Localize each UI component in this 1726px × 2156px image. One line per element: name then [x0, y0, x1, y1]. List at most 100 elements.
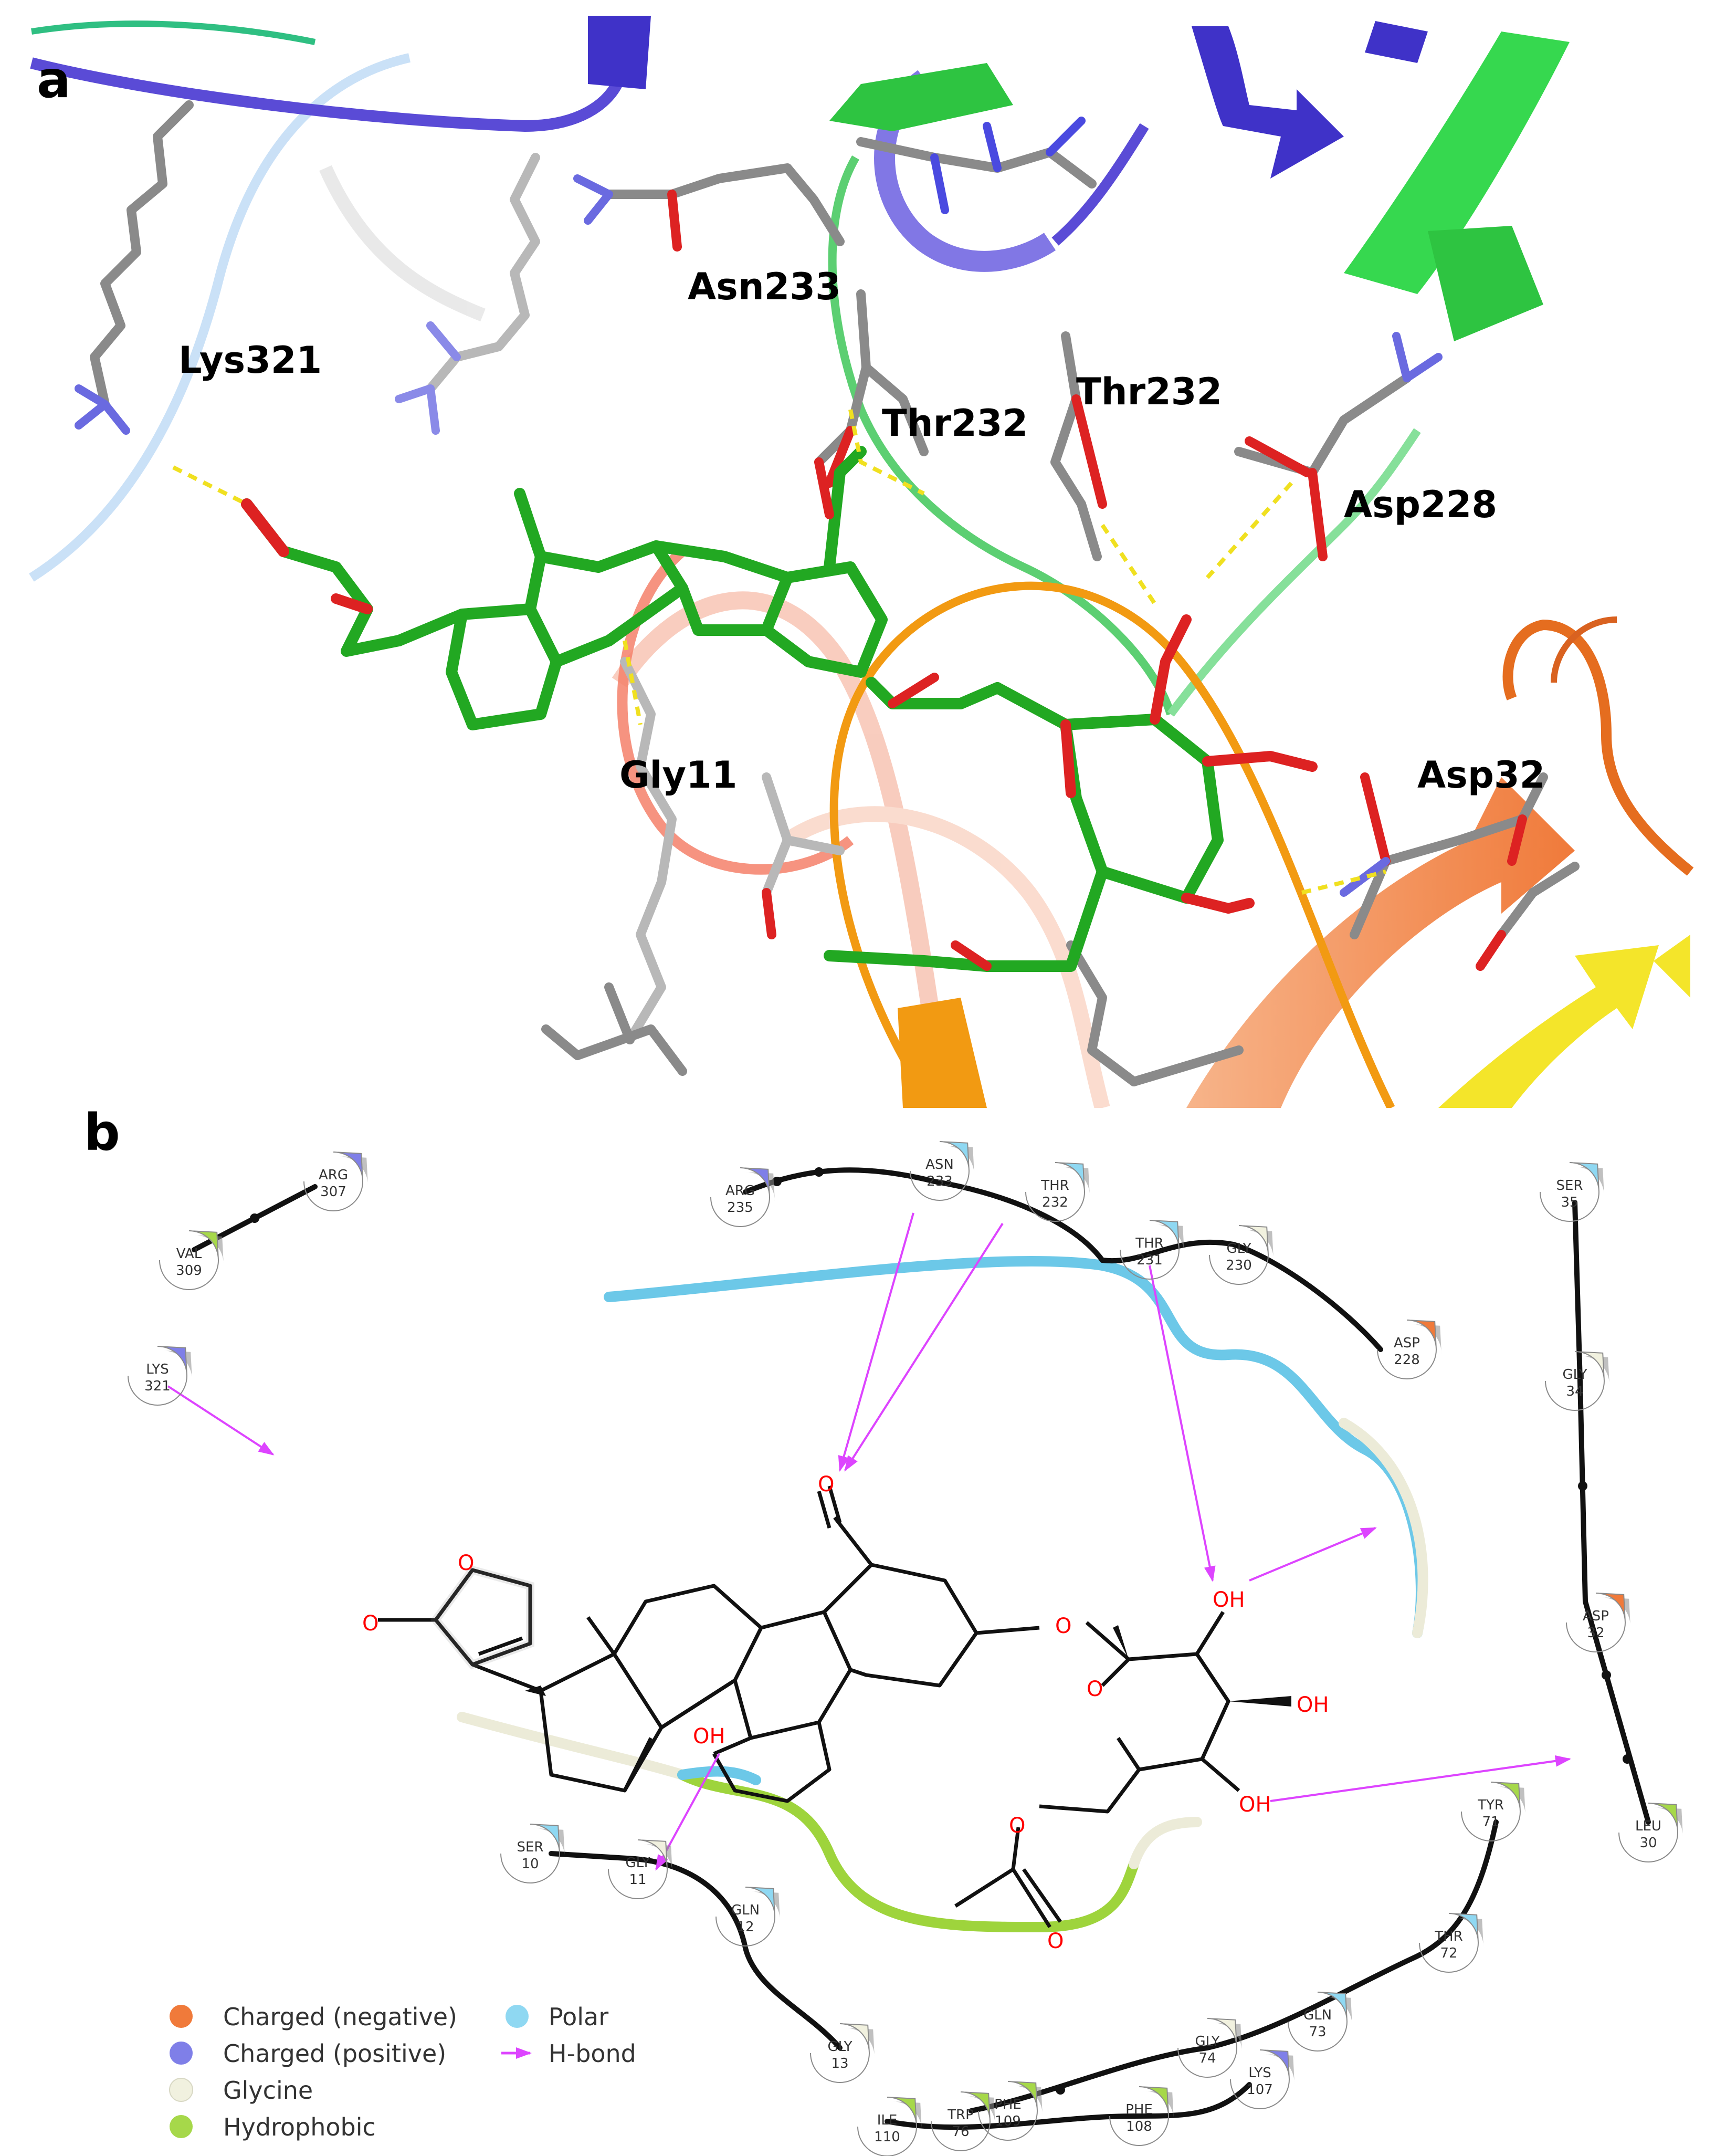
- residue-marker: [159, 1230, 219, 1290]
- legend-label-glycine: Glycine: [223, 2076, 313, 2105]
- atom-o-lactone-ring: O: [458, 1551, 474, 1575]
- residue-marker: [1177, 2018, 1238, 2078]
- residue-number: 10: [521, 1856, 539, 1872]
- residue-name: GLY: [1226, 1241, 1251, 1257]
- ribbon-background: [29, 53, 1110, 1108]
- atom-o-sugar-ring: O: [1087, 1677, 1103, 1701]
- residue-name: ASP: [1394, 1335, 1420, 1351]
- legend-label-positive: Charged (positive): [223, 2039, 446, 2068]
- residue-name: GLY: [827, 2039, 852, 2055]
- residue-marker: [1545, 1351, 1605, 1411]
- residue-number: 235: [727, 1200, 753, 1216]
- residue-number: 309: [176, 1263, 202, 1279]
- backbone-dots: [250, 1167, 1632, 2095]
- residue-marker: [1566, 1593, 1626, 1652]
- residue-name: TYR: [1477, 1797, 1504, 1813]
- residue-name: ASP: [1583, 1608, 1609, 1624]
- residue-marker: [1209, 1225, 1269, 1285]
- hbond-dashes-3d: [172, 409, 1386, 895]
- residue-marker: [1540, 1162, 1600, 1222]
- label-asp32: Asp32: [1417, 753, 1545, 797]
- residue-number: 108: [1126, 2119, 1152, 2134]
- residue-name: THR: [1135, 1236, 1164, 1251]
- panel-b-2d-interaction: b: [84, 1108, 1683, 2156]
- atom-o-glycosidic: O: [1055, 1614, 1071, 1638]
- residue-marker: [1377, 1320, 1437, 1379]
- residue-number: 76: [952, 2124, 969, 2140]
- ribbon-yellow: [1438, 935, 1690, 1108]
- residue-name: VAL: [176, 1246, 202, 1262]
- ligand-stereo-bonds: [525, 1625, 1291, 1707]
- residue-name: SER: [1556, 1178, 1583, 1194]
- legend-swatch-negative: [170, 2005, 193, 2028]
- label-asn233: Asn233: [688, 265, 841, 308]
- label-gly11: Gly11: [619, 753, 738, 797]
- residue-name: GLN: [731, 1902, 760, 1918]
- panel-b-letter: b: [84, 1108, 120, 1162]
- residue-marker: [810, 2023, 870, 2083]
- residue-marker: [303, 1152, 364, 1211]
- panel-a-letter: a: [37, 50, 71, 109]
- residue-number: 107: [1247, 2082, 1273, 2098]
- ribbon-green: [31, 20, 1570, 717]
- label-lys321: Lys321: [178, 339, 322, 382]
- residue-marker: [608, 1839, 668, 1899]
- residue-marker: [1109, 2086, 1170, 2146]
- lactone-halo: [430, 1565, 534, 1670]
- ligand-3d: [241, 446, 1318, 972]
- label-asp228: Asp228: [1344, 483, 1497, 526]
- residue-backbone: [192, 1167, 1651, 2130]
- legend-swatch-polar: [506, 2005, 529, 2028]
- legend: Charged (negative) Charged (positive) Gl…: [169, 2003, 636, 2141]
- residue-number: 71: [1482, 1814, 1499, 1830]
- residue-name: SER: [517, 1839, 544, 1855]
- residue-name: ARG: [725, 1183, 755, 1199]
- residue-name: PHE: [1125, 2102, 1153, 2118]
- atom-o-ester-carbonyl: O: [1047, 1929, 1064, 1953]
- residue-name: PHE: [994, 2097, 1022, 2112]
- residue-name: ARG: [319, 1167, 348, 1183]
- residue-marker: [128, 1346, 188, 1406]
- residue-number: 230: [1226, 1258, 1252, 1273]
- residue-name: LYS: [146, 1362, 169, 1377]
- atom-oh-sugar-c: OH: [1239, 1793, 1271, 1817]
- atom-oh-sugar-b: OH: [1297, 1693, 1329, 1717]
- legend-label-hbond: H-bond: [549, 2039, 636, 2068]
- residue-name: GLY: [1562, 1367, 1587, 1383]
- residue-marker: [1461, 1782, 1521, 1841]
- residue-number: 74: [1198, 2050, 1216, 2066]
- residue-number: 232: [1042, 1195, 1068, 1210]
- residue-marker: [1120, 1220, 1180, 1280]
- ribbon-salmon: [617, 547, 1694, 1108]
- legend-swatch-glycine: [169, 2078, 193, 2102]
- label-thr232-left: Thr232: [882, 402, 1028, 445]
- residue-number: 231: [1136, 1252, 1163, 1268]
- residue-marker: [910, 1141, 970, 1201]
- atom-o-aldehyde: O: [818, 1472, 834, 1496]
- residue-marker: [710, 1167, 771, 1227]
- legend-label-negative: Charged (negative): [223, 2003, 457, 2031]
- residue-marker: [978, 2081, 1038, 2141]
- atom-o-lactone-carbonyl: O: [362, 1611, 378, 1636]
- residue-number: 11: [629, 1872, 646, 1888]
- residue-marker: [1419, 1913, 1479, 1973]
- legend-label-polar: Polar: [549, 2003, 608, 2031]
